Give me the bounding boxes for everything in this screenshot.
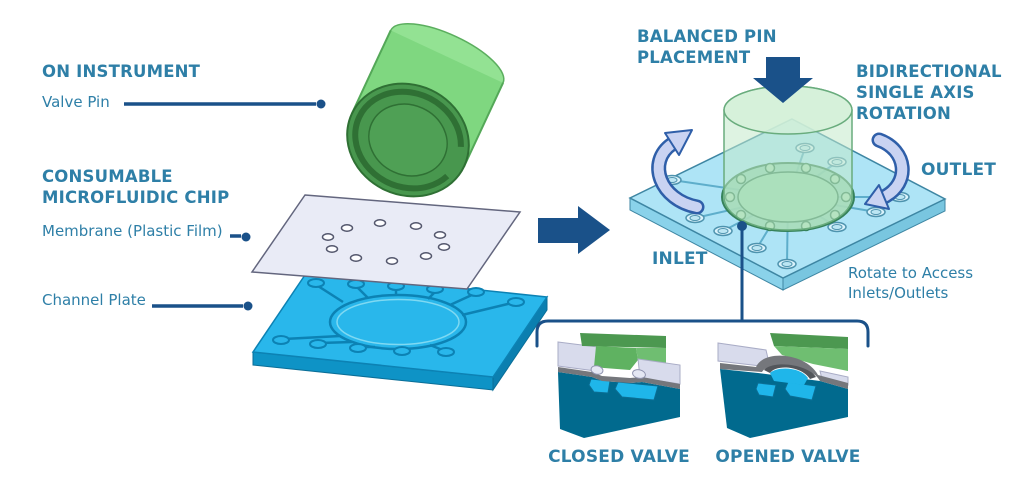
channel-plate-label: Channel Plate xyxy=(42,291,146,309)
valve-callout-bracket xyxy=(535,221,870,348)
valve-pin-graphic xyxy=(346,22,505,198)
inlet-label: INLET xyxy=(652,249,708,269)
valve-pin-leader-line xyxy=(124,99,326,109)
closed-valve-graphic xyxy=(557,333,681,438)
balanced-pin-label: BALANCED PIN PLACEMENT xyxy=(637,27,777,67)
consumable-chip-title: CONSUMABLE MICROFLUIDIC CHIP xyxy=(42,167,230,207)
on-instrument-title: ON INSTRUMENT xyxy=(42,62,201,81)
outlet-label: OUTLET xyxy=(921,160,997,180)
closed-valve-label: CLOSED VALVE xyxy=(548,447,690,467)
channel-plate-leader-line xyxy=(152,301,253,311)
assembled-pin-cylinder xyxy=(723,85,853,231)
opened-valve-label: OPENED VALVE xyxy=(715,447,861,467)
right-arrow-icon xyxy=(538,206,610,254)
membrane-holes xyxy=(321,219,451,265)
membrane-leader-line xyxy=(230,232,251,242)
down-arrow-icon xyxy=(753,57,813,103)
bidirectional-label: BIDIRECTIONAL SINGLE AXIS ROTATION xyxy=(856,62,1002,123)
assembled-chip-graphic xyxy=(628,85,947,291)
membrane-label: Membrane (Plastic Film) xyxy=(42,222,223,240)
channel-plate-graphic xyxy=(251,271,549,392)
valve-pin-label: Valve Pin xyxy=(42,93,110,111)
membrane-graphic xyxy=(250,194,522,290)
rotate-left-icon xyxy=(651,129,705,215)
rotate-right-icon xyxy=(864,132,910,210)
opened-valve-graphic xyxy=(717,333,849,438)
rotate-access-label: Rotate to Access Inlets/Outlets xyxy=(848,264,974,302)
